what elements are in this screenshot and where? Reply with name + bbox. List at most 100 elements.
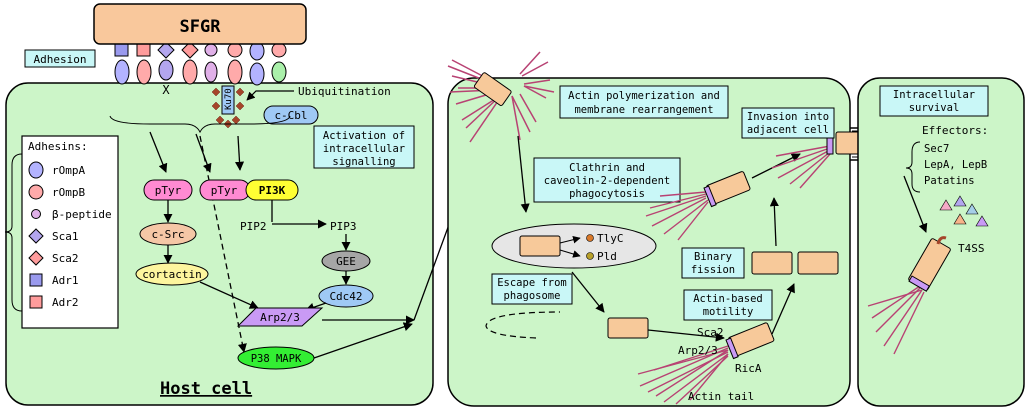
legend-label-sca2: Sca2	[52, 252, 79, 265]
legend-label-rompb: rOmpB	[52, 186, 85, 199]
beta-peptide-bacterial	[204, 61, 218, 83]
activation-line2: intracellular	[323, 143, 405, 155]
arrow-to-ptyr-right	[195, 133, 212, 173]
motility-line2: motility	[703, 306, 754, 318]
adhesion-label: Adhesion	[34, 53, 87, 66]
ompa-bacterial-1	[114, 59, 130, 85]
escape-line1: Escape from	[497, 277, 567, 289]
cortactin-label: cortactin	[142, 268, 202, 281]
ku70-label: Ku70	[224, 88, 234, 110]
sca2-bacterial	[182, 59, 198, 85]
host-cell-label: Host cell	[160, 379, 252, 399]
clathrin-line2: caveolin-2-dependent	[544, 175, 670, 187]
adhesion-label-box	[24, 49, 96, 68]
sfgr-receptor-box	[93, 3, 307, 45]
rica-label: RicA	[735, 362, 762, 375]
ubiquitin-diamonds	[211, 87, 245, 129]
t4ss-label: T4SS	[958, 242, 985, 255]
survival-line1: Intracellular	[893, 89, 975, 101]
legend-swatch-rompb	[28, 184, 44, 200]
legend-swatch--peptide	[31, 209, 41, 219]
pip3-label: PIP3	[330, 220, 357, 233]
legend-label-rompa: rOmpA	[52, 164, 85, 177]
arp23-label: Arp2/3	[260, 311, 300, 324]
cortactin-node	[135, 262, 209, 286]
motility-box	[683, 289, 773, 321]
phagosome	[491, 223, 657, 269]
actin-poly-line1: Actin polymerization and	[568, 90, 720, 102]
effector-patatins: Patatins	[924, 175, 975, 187]
clathrin-box	[533, 157, 681, 203]
phagosome-bacterium	[519, 235, 561, 257]
membrane-bracket	[109, 115, 291, 134]
activation-line3: signalling	[332, 156, 395, 168]
beta-peptide-receptor	[204, 43, 218, 57]
arrow-to-pi3k	[234, 135, 245, 171]
actin-tail-label: Actin tail	[688, 390, 754, 403]
motility-line1: Actin-based	[693, 293, 763, 305]
legend-swatch-sca2	[28, 250, 44, 266]
legend-label-sca1: Sca1	[52, 230, 79, 243]
ptyr-right-label: pTyr	[211, 184, 238, 197]
clathrin-line1: Clathrin and	[569, 162, 645, 174]
broken-phagosome	[485, 311, 561, 339]
entering-bacterium-body	[473, 72, 512, 106]
survival-box	[879, 85, 989, 117]
entering-bacterium	[447, 51, 555, 143]
green-adhesin	[271, 61, 287, 83]
binary-fission-box	[681, 247, 745, 279]
sca1-receptor	[157, 41, 175, 59]
csrc-label: c-Src	[151, 228, 184, 241]
motile-bacterium-middle-pole	[703, 185, 717, 208]
arrow-p38-to-right	[313, 322, 413, 359]
ptyr-left-label: pTyr	[155, 184, 182, 197]
effectors-brace	[905, 141, 921, 193]
escape-line2: phagosome	[504, 290, 561, 302]
legend-label-adr1: Adr1	[52, 274, 79, 287]
actin-poly-line2: membrane rearrangement	[574, 104, 713, 116]
arrow-escape	[571, 271, 605, 313]
arp23-node	[236, 307, 324, 327]
legend-swatch-adr2	[29, 295, 43, 309]
extra-receptor-top	[271, 42, 287, 58]
sfgr-label: SFGR	[180, 17, 222, 37]
survival-bacterium-pole	[908, 275, 931, 292]
ccbl-label: c-Cbl	[274, 109, 307, 122]
sca2-receptor	[181, 41, 199, 59]
ccbl-box	[263, 105, 319, 125]
t4ss-pilus	[936, 236, 947, 245]
cdc42-node	[318, 284, 374, 308]
arrow-to-motility	[647, 329, 725, 342]
dashed-arrow-to-p38	[199, 135, 247, 353]
pld-label: Pld	[597, 250, 617, 263]
adhesins-legend: Adhesins: rOmpA rOmpB β-peptideSca1Sca2Adr…	[4, 135, 119, 329]
receptor-adhesin-array	[114, 41, 287, 86]
motile-bacterium-middle	[645, 171, 751, 241]
clathrin-line3: phagocytosis	[569, 188, 645, 200]
motile-bacterium-pole	[725, 337, 739, 360]
ompb-receptor-top	[227, 42, 243, 58]
arrow-to-survival	[903, 175, 928, 233]
free-bacterium	[607, 317, 649, 339]
binary-line2: fission	[691, 264, 735, 276]
binary-line1: Binary	[694, 251, 732, 263]
legend-swatch-adr1	[29, 273, 43, 287]
invasion-line1: Invasion into	[747, 111, 829, 123]
legend-label--peptide: β-peptide	[52, 208, 112, 221]
ompa-bacterial-2	[249, 62, 265, 86]
activation-line1: Activation of	[323, 130, 405, 142]
arp23-small-label: Arp2/3	[678, 344, 718, 357]
adr1-receptor	[114, 43, 129, 57]
survival-line2: survival	[909, 102, 960, 114]
adr2-receptor	[136, 43, 151, 57]
tlyc-dot	[586, 234, 594, 242]
invading-bacterium-pole	[826, 137, 834, 155]
invasion-line2: adjacent cell	[747, 124, 829, 136]
pi3k-label: PI3K	[259, 184, 286, 197]
arrow-cortactin-to-arp	[199, 281, 259, 309]
fission-bacterium-left	[751, 251, 793, 275]
escape-box	[491, 273, 573, 305]
effectors-title: Effectors:	[922, 124, 988, 137]
adhesins-legend-title: Adhesins:	[28, 140, 88, 153]
